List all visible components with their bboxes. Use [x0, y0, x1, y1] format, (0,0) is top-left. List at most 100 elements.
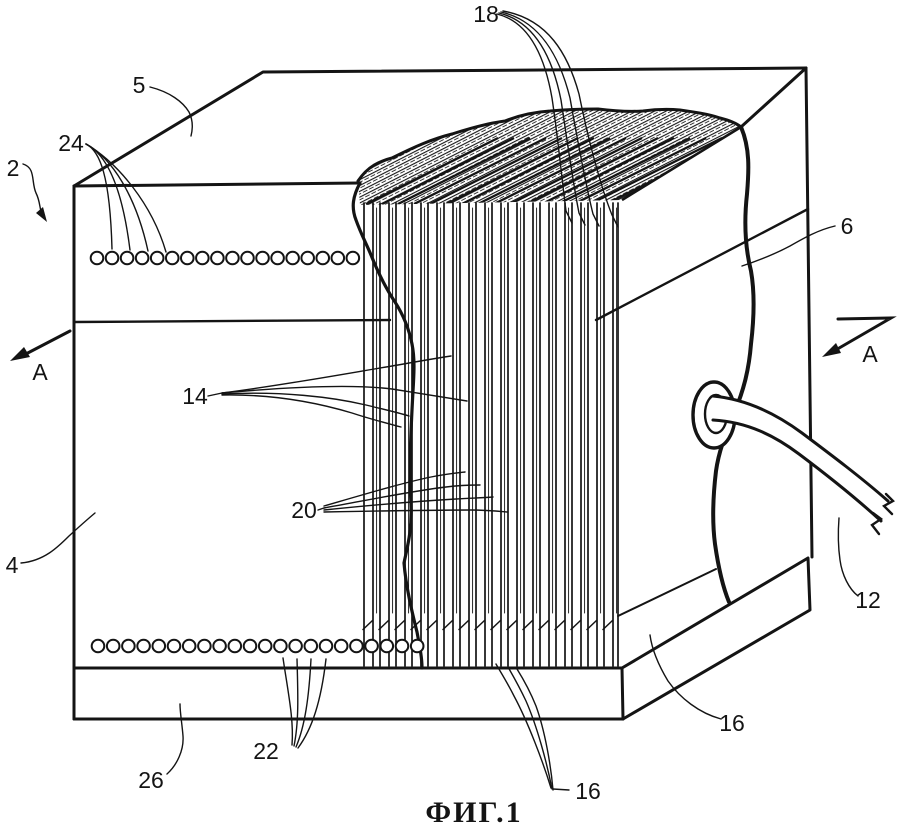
leader-24: [85, 143, 167, 253]
plate-top-edge: [445, 136, 579, 205]
vent-hole: [136, 638, 151, 654]
plate-step: [410, 619, 422, 631]
vent-hole: [303, 638, 319, 654]
hatch-band-right-edge: [621, 125, 742, 202]
leader-18: [496, 10, 619, 228]
label-18: 18: [473, 1, 499, 27]
vent-hole: [379, 638, 395, 654]
plate-step: [458, 619, 470, 631]
top-right-corner-edge: [739, 66, 808, 129]
plate-top-edge: [589, 136, 723, 205]
vent-hole: [270, 250, 285, 266]
vent-hole: [333, 638, 349, 654]
plate-top-edge: [509, 136, 643, 205]
plinth-right-corner: [620, 666, 625, 721]
leader-lines: [20, 10, 859, 791]
label-section-a-left: A: [32, 359, 48, 385]
housing-outline: [72, 66, 814, 721]
leader-26: [166, 703, 184, 775]
vent-hole: [89, 250, 105, 266]
cable-bottom-edge: [711, 418, 883, 523]
leader-4: [20, 512, 96, 564]
label-20: 20: [291, 497, 317, 523]
plate-top-edge: [413, 136, 547, 205]
plate-step: [426, 619, 438, 631]
front-top-edge: [72, 181, 362, 188]
label-16-side: 16: [719, 710, 745, 736]
vent-hole: [151, 638, 167, 654]
vent-hole: [409, 638, 425, 654]
reference-labels: 18 5 24 2 6 A A 14 20 4 12 16 26 22 16: [6, 1, 881, 804]
vent-hole: [240, 250, 255, 266]
label-24: 24: [58, 130, 84, 156]
vent-hole: [315, 250, 331, 266]
vent-hole: [134, 250, 150, 266]
cable-break-mark: [882, 492, 895, 516]
label-26: 26: [138, 767, 164, 793]
vent-hole: [121, 638, 136, 654]
vent-hole: [257, 638, 273, 654]
vent-hole: [210, 250, 225, 266]
plate-stack: [362, 202, 619, 667]
plate-step: [586, 619, 598, 631]
plate-top-edge: [381, 136, 515, 205]
leader-5: [149, 86, 194, 137]
plate-top-edge: [525, 136, 659, 205]
cable-top-edge: [711, 394, 890, 503]
plate-step: [602, 619, 614, 631]
label-section-a-right: A: [862, 341, 878, 367]
plate-top-edge: [573, 136, 707, 205]
vent-hole: [212, 638, 227, 654]
plate-step: [522, 619, 534, 631]
vent-hole: [104, 250, 120, 266]
plate-step: [394, 619, 406, 631]
leader-16-side: [649, 634, 722, 720]
plate-top-edge: [477, 136, 611, 205]
section-arrows: [10, 316, 897, 361]
vent-hole: [149, 250, 165, 266]
plate-top-edge: [365, 136, 499, 205]
vent-hole: [166, 638, 182, 654]
plate-step: [490, 619, 502, 631]
plate-step: [570, 619, 582, 631]
vent-hole: [197, 638, 212, 654]
label-12: 12: [855, 587, 881, 613]
vent-hole: [227, 638, 243, 654]
plate-step: [506, 619, 518, 631]
plate-step: [378, 619, 390, 631]
vent-holes-bottom-row: [90, 638, 425, 654]
vent-hole: [394, 638, 410, 654]
vent-hole: [288, 638, 303, 654]
vent-hole: [105, 638, 121, 654]
top-face-edges: [72, 66, 808, 188]
vent-hole: [349, 638, 364, 654]
leader-14: [207, 355, 468, 428]
leader-12: [837, 517, 859, 597]
leader-20: [317, 471, 508, 513]
leader-16-bottom: [495, 663, 570, 791]
leader-22: [282, 657, 327, 749]
vent-hole: [90, 638, 106, 654]
plate-top-edge: [429, 136, 563, 205]
front-seam-line: [72, 318, 392, 324]
tear-top-wavy: [356, 107, 743, 183]
vent-hole: [300, 250, 316, 266]
leader-2-arrow: [22, 163, 47, 222]
vent-hole: [255, 250, 270, 266]
label-16-bottom: 16: [575, 778, 601, 804]
cable-body: [713, 396, 888, 521]
vent-hole: [180, 250, 195, 266]
right-band-edges: [620, 556, 812, 721]
vent-hole: [181, 638, 197, 654]
plate-top-edge: [461, 136, 595, 205]
vent-hole: [164, 250, 180, 266]
plate-step: [554, 619, 566, 631]
plate-step: [474, 619, 486, 631]
vent-hole: [330, 250, 346, 266]
vent-hole: [242, 638, 258, 654]
plate-top-edge: [397, 136, 531, 205]
figure-caption: ФИГ.1: [425, 796, 522, 829]
plate-step: [442, 619, 454, 631]
label-5: 5: [133, 72, 146, 98]
